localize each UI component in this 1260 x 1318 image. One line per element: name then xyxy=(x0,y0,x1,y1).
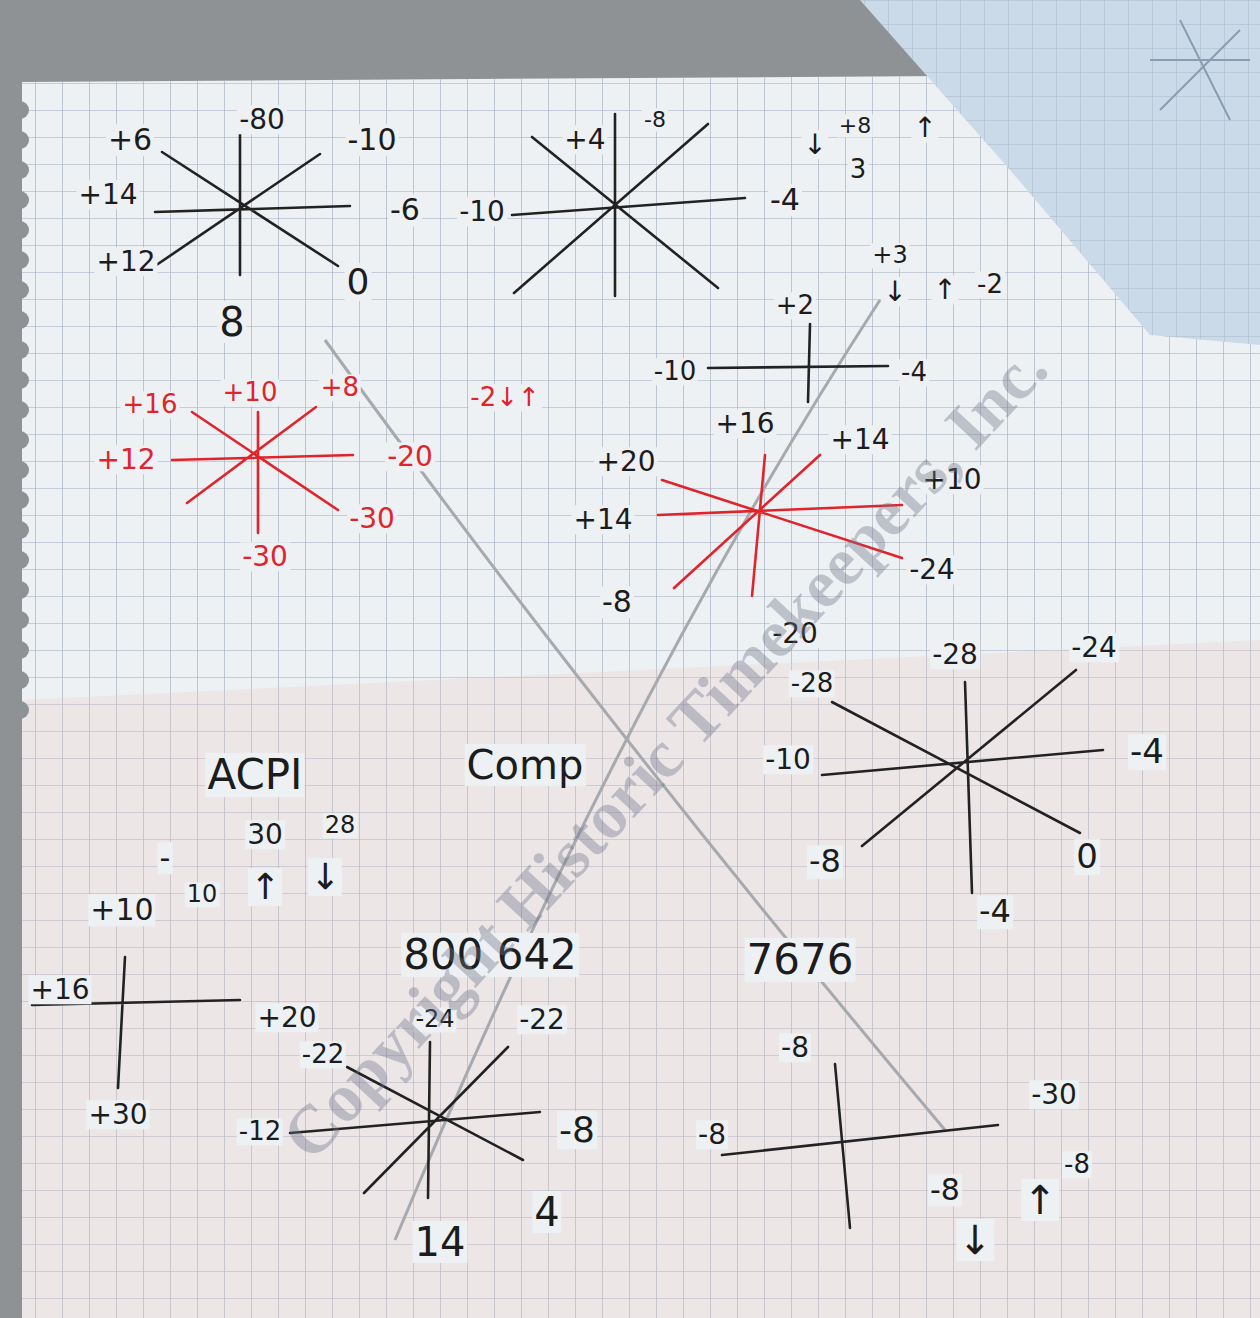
handwritten-note: +12 xyxy=(94,445,157,474)
handwritten-note: -24 xyxy=(1069,633,1119,662)
handwritten-note: -30 xyxy=(347,504,397,533)
handwritten-note: +10 xyxy=(88,894,155,926)
handwritten-note: ↑ xyxy=(931,275,958,304)
handwritten-note: -20 xyxy=(385,442,435,471)
handwritten-note: +14 xyxy=(76,180,139,209)
handwritten-note: +16 xyxy=(28,975,91,1004)
handwritten-note: -10 xyxy=(457,197,507,226)
rate-star xyxy=(32,114,1103,1228)
handwritten-note: -8 xyxy=(696,1120,728,1149)
handwritten-note: ↓ xyxy=(801,130,828,159)
handwritten-note: ↓ xyxy=(308,858,342,896)
handwritten-note: -4 xyxy=(1128,734,1166,770)
handwritten-note: ↓ xyxy=(956,1219,994,1261)
handwritten-note: - xyxy=(158,842,173,874)
handwritten-note: Comp xyxy=(465,744,586,786)
handwritten-note: -4 xyxy=(977,895,1013,929)
handwritten-note: ↑ xyxy=(1021,1179,1059,1221)
handwritten-note: -24 xyxy=(907,555,957,584)
handwritten-note: +12 xyxy=(94,247,157,276)
handwritten-note: -30 xyxy=(1029,1080,1079,1109)
handwritten-note: 28 xyxy=(323,813,358,838)
handwritten-note: -8 xyxy=(928,1174,962,1206)
handwritten-note: 7676 xyxy=(745,938,856,982)
handwritten-note: +8 xyxy=(319,374,361,401)
handwritten-note: ACPI xyxy=(205,753,304,797)
handwritten-note: ↓ xyxy=(881,277,908,306)
handwritten-note: +8 xyxy=(837,114,873,137)
handwritten-note: -28 xyxy=(930,640,980,669)
handwritten-note: -8 xyxy=(557,1111,597,1149)
handwritten-note: -22 xyxy=(517,1005,567,1034)
handwritten-note: -28 xyxy=(789,670,835,697)
handwritten-note: 10 xyxy=(185,882,220,907)
handwritten-note: -4 xyxy=(768,184,802,216)
handwritten-note: 0 xyxy=(345,263,372,301)
handwritten-note: -6 xyxy=(388,194,422,226)
graph-paper xyxy=(22,74,1260,1318)
handwritten-note: +14 xyxy=(828,425,891,454)
handwritten-note: -8 xyxy=(1062,1151,1092,1178)
handwritten-note: +30 xyxy=(86,1100,149,1129)
handwritten-note: ↑ xyxy=(248,868,282,906)
handwritten-note: -8 xyxy=(642,108,668,131)
handwritten-note: +20 xyxy=(594,447,657,476)
handwritten-note: -80 xyxy=(237,105,287,134)
handwritten-note: 14 xyxy=(413,1221,468,1263)
handwritten-note: 30 xyxy=(245,820,285,849)
paper-grid xyxy=(22,74,1260,1318)
handwritten-note: +16 xyxy=(121,391,180,418)
handwritten-note: +10 xyxy=(221,379,280,406)
handwritten-note: +14 xyxy=(571,505,634,534)
handwritten-note: -8 xyxy=(600,586,634,618)
handwritten-note: -10 xyxy=(652,358,698,385)
handwritten-note: -2 xyxy=(975,271,1005,298)
folded-sheet xyxy=(860,0,1260,345)
folded-sheet-sketch xyxy=(1150,20,1250,120)
handwritten-note: -2↓↑ xyxy=(468,384,542,411)
handwritten-note: 4 xyxy=(532,1191,561,1233)
handwritten-note: -8 xyxy=(807,845,843,879)
handwritten-note: -30 xyxy=(240,542,290,571)
handwritten-note: +16 xyxy=(713,409,776,438)
handwritten-note: +2 xyxy=(774,292,816,319)
handwritten-note: -8 xyxy=(779,1033,811,1062)
handwritten-note: 8 xyxy=(217,301,246,343)
handwritten-note: 0 xyxy=(1074,839,1100,875)
handwritten-note: +3 xyxy=(870,243,909,268)
handwritten-note: +6 xyxy=(106,124,154,156)
handwritten-note: 3 xyxy=(848,156,869,183)
handwritten-note: -4 xyxy=(899,359,929,386)
handwritten-note: +4 xyxy=(562,125,607,154)
perforation xyxy=(11,101,29,719)
handwritten-note: -10 xyxy=(346,124,399,156)
handwritten-note: +20 xyxy=(255,1003,318,1032)
handwritten-note: -10 xyxy=(763,745,813,774)
handwritten-note: ↑ xyxy=(911,113,938,142)
folded-sheet-grid xyxy=(860,0,1260,345)
